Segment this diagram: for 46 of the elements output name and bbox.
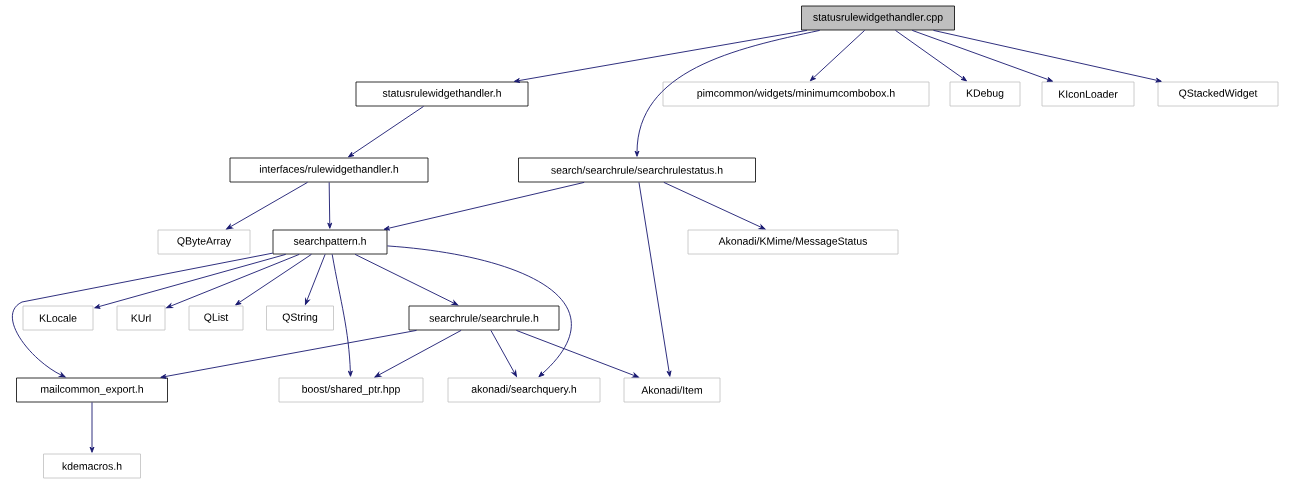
file-box: searchpattern.h [272,229,388,255]
file-box: Akonadi/KMime/MessageStatus [687,229,899,255]
arrow [304,253,326,305]
arrow [383,181,585,231]
arrow [513,29,808,83]
file-box: KIconLoader [1041,81,1135,107]
arrow [895,29,967,82]
file-box: akonadi/searchquery.h [447,377,601,403]
arrow [374,329,462,378]
arrow [634,29,821,157]
file-box: QString [266,305,334,331]
arrow [490,329,517,377]
arrow [933,29,1162,83]
file-box: QByteArray [157,229,251,255]
arrow [809,29,866,82]
file-box: mailcommon_export.h [16,377,168,403]
arrow [89,401,95,453]
file-box: KLocale [22,305,94,331]
file-box: boost/shared_ptr.hpp [278,377,424,403]
arrow [663,181,766,230]
arrow [911,29,1053,82]
file-box: search/searchrule/searchrulestatus.h [518,157,756,183]
arrow [386,245,572,378]
arrow [166,253,300,309]
arrow [331,253,353,377]
arrow [160,329,417,379]
file-box: pimcommon/widgets/minimumcombobox.h [662,81,930,107]
file-box: KDebug [949,81,1021,107]
file-box: QList [188,305,244,331]
arrow [354,253,459,306]
arrow [94,253,287,309]
arrow [226,181,308,230]
file-box: interfaces/rulewidgethandler.h [229,157,429,183]
arrow [235,253,312,306]
file-box: kdemacros.h [43,453,141,479]
file-box: statusrulewidgethandler.cpp [801,5,955,31]
arrow [638,181,672,377]
file-box: statusrulewidgethandler.h [355,81,529,107]
file-box: KUrl [116,305,166,331]
file-box: QStackedWidget [1157,81,1279,107]
arrow [348,105,424,158]
file-box: searchrule/searchrule.h [408,305,560,331]
file-box: Akonadi/Item [623,377,721,403]
arrow [11,252,274,378]
arrow [327,181,333,229]
arrow [515,329,639,378]
